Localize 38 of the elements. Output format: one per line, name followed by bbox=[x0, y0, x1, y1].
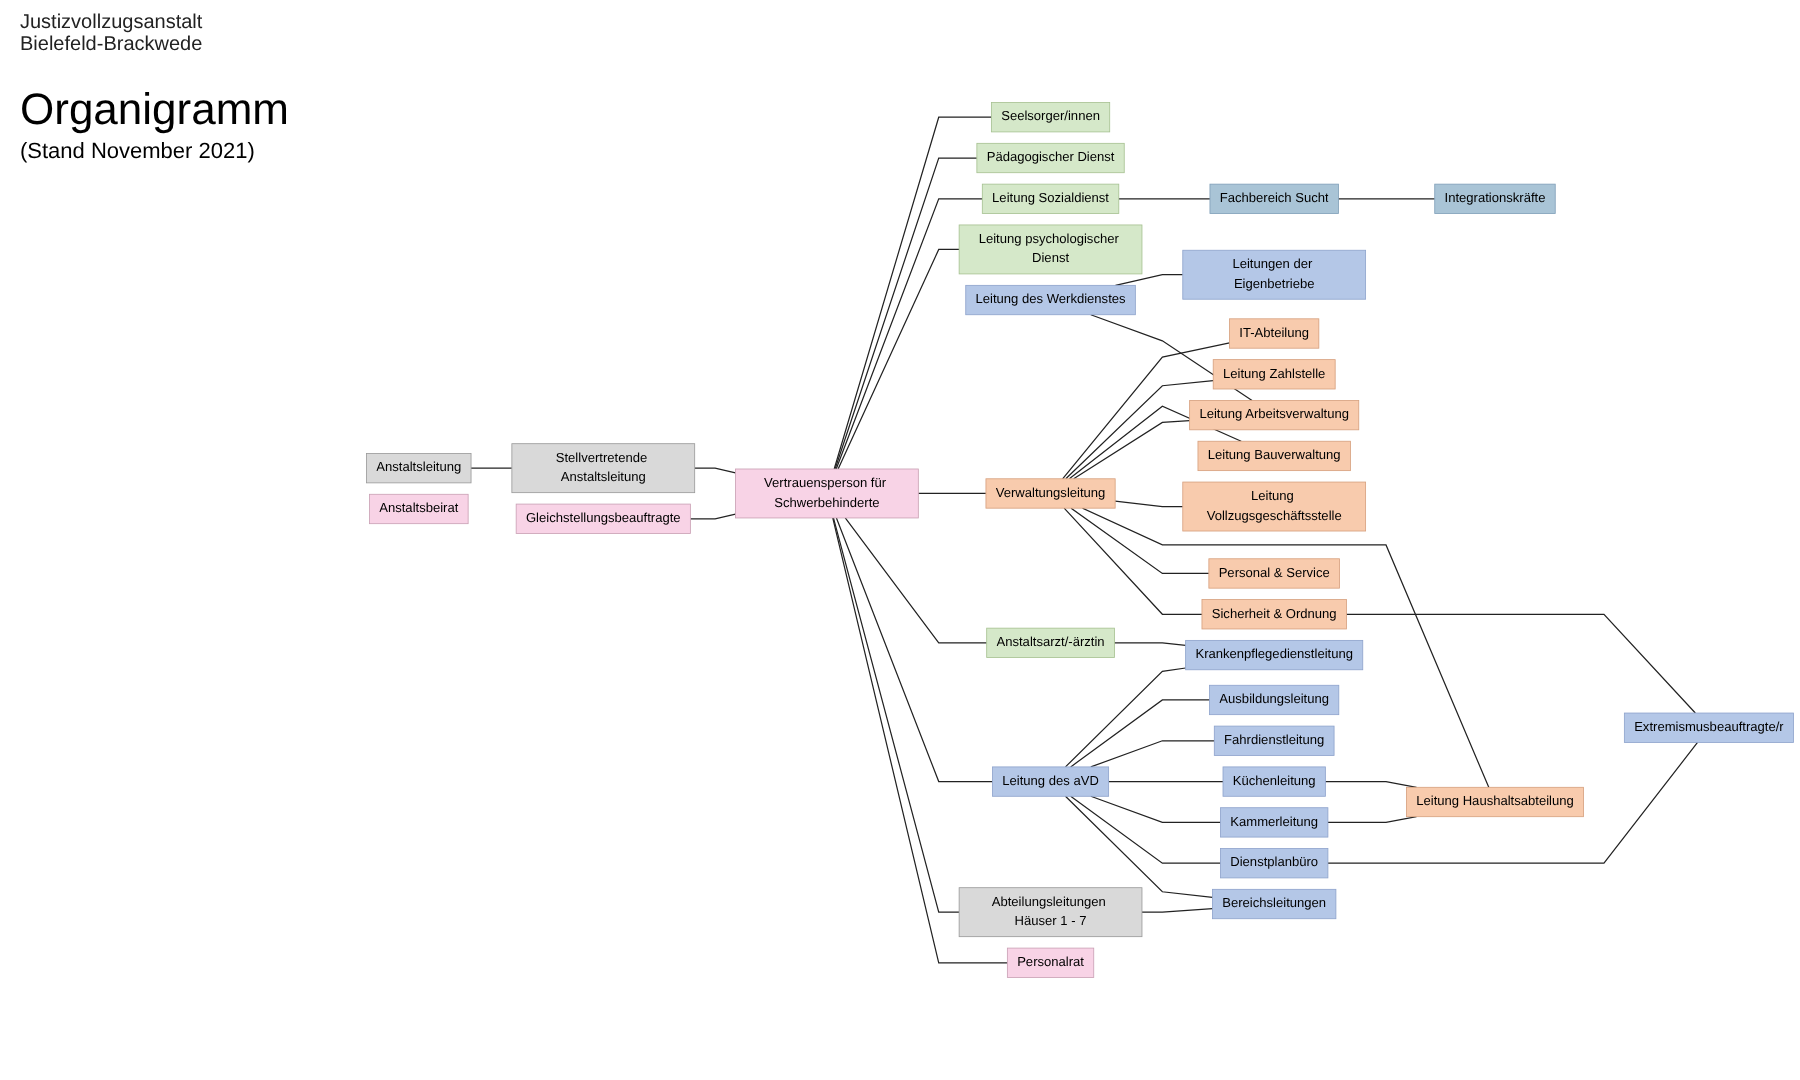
connector bbox=[835, 198, 983, 470]
connector bbox=[694, 467, 737, 474]
institution-name: Justizvollzugsanstalt Bielefeld-Brackwede bbox=[20, 12, 205, 56]
connector bbox=[1118, 198, 1211, 200]
connector bbox=[1063, 507, 1203, 615]
connector bbox=[1062, 342, 1231, 480]
connector bbox=[1064, 795, 1214, 898]
connector bbox=[1090, 795, 1222, 823]
connector bbox=[1065, 379, 1214, 480]
connector bbox=[832, 517, 1008, 964]
connector bbox=[1327, 741, 1699, 864]
connector bbox=[833, 116, 992, 470]
connector bbox=[1114, 500, 1184, 508]
connector bbox=[1114, 274, 1184, 286]
connector bbox=[1073, 420, 1191, 480]
connector bbox=[1070, 699, 1211, 768]
connector bbox=[1337, 198, 1436, 200]
connector bbox=[689, 513, 737, 520]
connector bbox=[844, 517, 988, 644]
connector bbox=[1141, 907, 1214, 913]
connector bbox=[835, 517, 994, 783]
connector bbox=[1090, 740, 1215, 768]
connector bbox=[1064, 667, 1187, 768]
connector bbox=[1070, 507, 1210, 575]
connector bbox=[1081, 507, 1490, 788]
connector bbox=[832, 517, 960, 913]
connector bbox=[837, 248, 960, 470]
connector bbox=[917, 492, 987, 495]
connector bbox=[470, 467, 513, 469]
connector bbox=[1113, 642, 1187, 646]
connector bbox=[1324, 781, 1418, 788]
chart-title: Organigramm bbox=[20, 84, 291, 136]
connector bbox=[834, 157, 978, 470]
connector bbox=[1108, 781, 1224, 783]
connector bbox=[1345, 613, 1696, 714]
connector bbox=[1070, 795, 1222, 864]
connector bbox=[1327, 816, 1418, 823]
date-note: (Stand November 2021) bbox=[20, 140, 257, 164]
